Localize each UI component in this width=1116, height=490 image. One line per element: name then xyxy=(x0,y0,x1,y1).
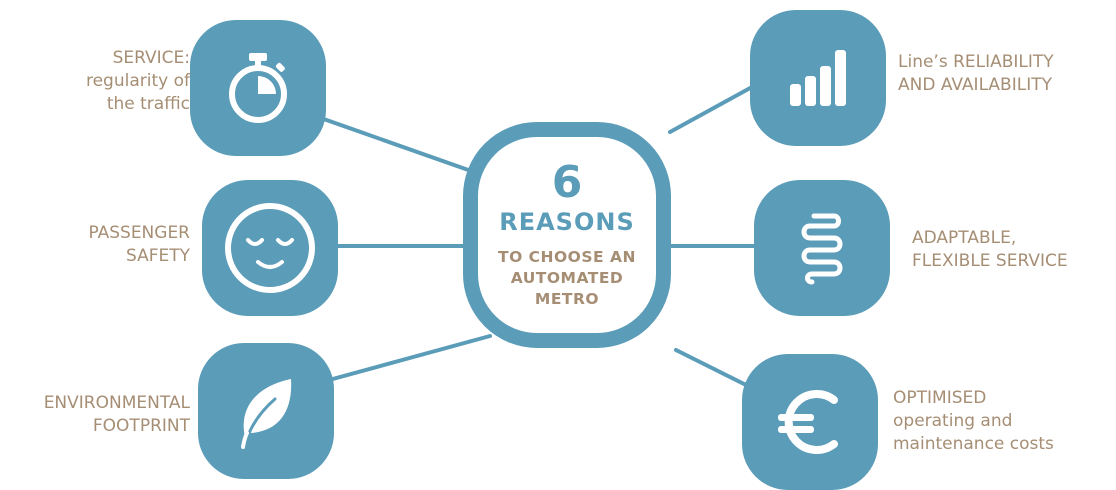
reasons-count: 6 xyxy=(551,156,583,208)
connector-reliability xyxy=(668,85,754,134)
connector-service xyxy=(316,115,476,174)
safety-label: PASSENGER SAFETY xyxy=(88,223,190,266)
safety-node xyxy=(202,180,338,316)
environment-node xyxy=(198,343,334,479)
bar-chart-icon xyxy=(790,50,846,106)
service-node xyxy=(190,20,326,156)
reliability-node xyxy=(750,10,886,146)
flexibility-node xyxy=(754,180,890,316)
smiling-face-icon xyxy=(225,203,315,293)
stopwatch-icon xyxy=(229,53,287,123)
central-hub: 6 REASONS TO CHOOSE AN AUTOMATED METRO xyxy=(463,122,671,348)
spring-icon xyxy=(801,213,843,285)
costs-label: OPTIMISED operating and maintenance cost… xyxy=(893,388,1054,454)
connector-environment xyxy=(316,334,492,385)
euro-icon xyxy=(778,390,838,454)
hub-subtitle: TO CHOOSE AN AUTOMATED METRO xyxy=(498,247,636,308)
costs-node xyxy=(742,354,878,490)
leaf-icon xyxy=(241,379,292,449)
hub-title: REASONS xyxy=(499,207,635,236)
flexibility-label: ADAPTABLE, FLEXIBLE SERVICE xyxy=(912,228,1068,271)
service-label: SERVICE: regularity of the traffic xyxy=(85,48,190,114)
environment-label: ENVIRONMENTAL FOOTPRINT xyxy=(43,393,190,436)
reliability-label: Line’s RELIABILITY AND AVAILABILITY xyxy=(898,52,1054,95)
connector-costs xyxy=(674,348,758,392)
